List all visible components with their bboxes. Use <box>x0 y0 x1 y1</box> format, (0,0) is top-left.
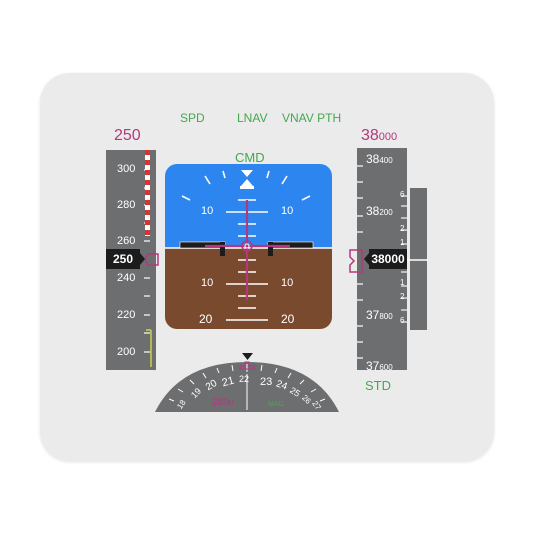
vsi-label: 2 <box>400 292 405 301</box>
speed-tape-label: 280 <box>117 199 136 211</box>
altitude-tape-label: 38400 <box>366 152 393 166</box>
vsi-label: 1 <box>400 278 405 287</box>
speed-tape-label: 260 <box>117 235 136 247</box>
speed-tape-label: 240 <box>117 272 136 284</box>
pitch-label-down-right: 20 <box>281 312 295 326</box>
autopilot-status: CMD <box>235 150 265 165</box>
altitude-tape-label: 37800 <box>366 308 393 322</box>
pitch-label-down-left: 10 <box>201 277 214 289</box>
speed-tape-label: 200 <box>117 346 136 358</box>
baro-setting: STD <box>365 378 391 393</box>
selected-heading-value: 280 <box>212 397 229 408</box>
pitch-label-up-left: 10 <box>201 205 214 217</box>
vsi-label: 2 <box>400 224 405 233</box>
heading-scale-label: 22 <box>239 374 250 384</box>
pitch-label-down-right: 10 <box>281 277 294 289</box>
altitude-tape-label: 37600 <box>366 359 393 373</box>
speed-tape-label: 300 <box>117 163 136 175</box>
speed-tape-label: 220 <box>117 309 136 321</box>
vsi-label: 6 <box>400 316 405 325</box>
vsi-label: 1 <box>400 238 405 247</box>
pitch-label-up-right: 10 <box>281 205 294 217</box>
heading-mode: MAG <box>268 401 284 408</box>
current-altitude-readout: 38000 <box>369 249 407 269</box>
selected-heading: 280H <box>212 397 234 408</box>
fma-roll-mode: LNAV <box>237 111 268 125</box>
selected-altitude-hundreds: 000 <box>378 131 398 143</box>
selected-speed: 250 <box>114 127 141 144</box>
fma-speed-mode: SPD <box>180 111 205 125</box>
heading-scale-label: 23 <box>260 376 273 388</box>
altitude-tape-label: 38200 <box>366 204 393 218</box>
pitch-label-down-left: 20 <box>199 312 213 326</box>
fma-pitch-mode: VNAV PTH <box>282 111 342 125</box>
selected-altitude-thousands: 38 <box>361 127 379 144</box>
selected-altitude: 38000 <box>361 127 397 145</box>
current-speed-readout: 250 <box>106 249 140 269</box>
selected-heading-suffix: H <box>228 400 234 407</box>
vsi-label: 6 <box>400 190 405 199</box>
